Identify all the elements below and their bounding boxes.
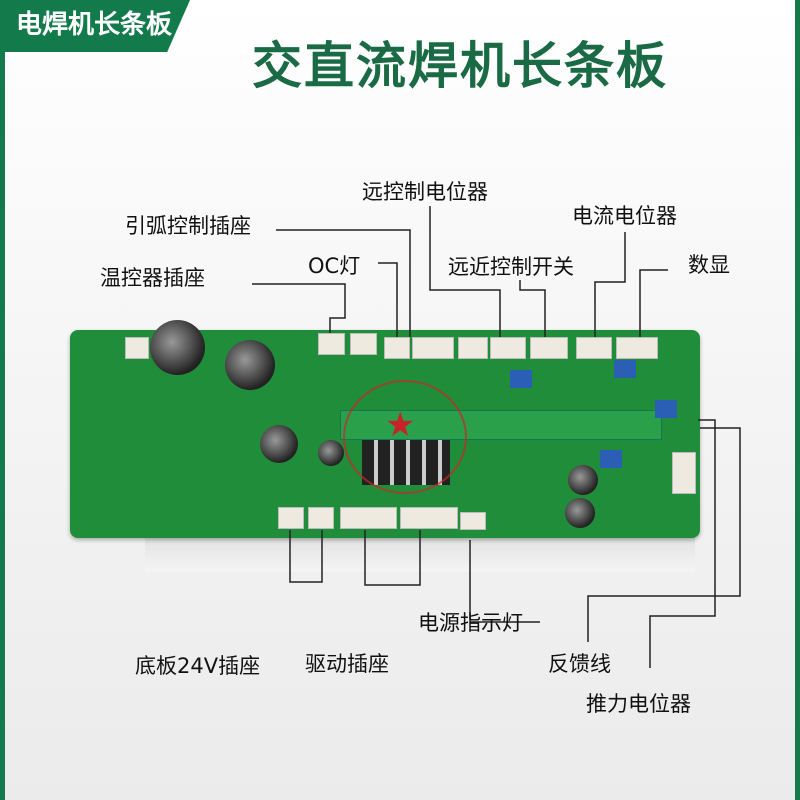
label-current-pot: 电流电位器 xyxy=(572,204,677,228)
page-title: 交直流焊机长条板 xyxy=(252,37,668,95)
leader-line xyxy=(429,206,501,337)
connector xyxy=(318,333,345,355)
leader-line xyxy=(289,530,323,583)
capacitor xyxy=(150,320,205,375)
leader-line xyxy=(378,262,398,337)
label-oc-light: OC灯 xyxy=(308,254,361,278)
connector xyxy=(616,337,658,359)
label-remote-switch: 远近控制开关 xyxy=(448,255,574,279)
label-feedback-wire: 反馈线 xyxy=(548,652,611,676)
leader-line xyxy=(469,540,540,623)
capacitor xyxy=(565,498,595,528)
star-icon: ★ xyxy=(385,405,416,445)
connector xyxy=(672,452,696,494)
connector xyxy=(278,507,304,529)
label-base-24v-socket: 底板24V插座 xyxy=(135,654,261,678)
red-seal-stamp xyxy=(343,380,467,494)
leader-line xyxy=(252,283,346,333)
leader-line xyxy=(649,419,716,668)
potentiometer xyxy=(600,450,622,468)
leader-line xyxy=(587,427,741,642)
connector xyxy=(125,337,149,359)
banner-text: 电焊机长条板 xyxy=(16,10,173,40)
connector xyxy=(384,337,410,359)
connector xyxy=(412,337,454,359)
connector xyxy=(530,337,568,359)
connector xyxy=(308,507,334,529)
label-power-light: 电源指示灯 xyxy=(418,611,523,635)
label-thermostat-socket: 温控器插座 xyxy=(100,266,205,290)
label-display: 数显 xyxy=(688,253,730,277)
label-arc-socket: 引弧控制插座 xyxy=(125,214,251,238)
label-drive-socket: 驱动插座 xyxy=(305,652,389,676)
connector xyxy=(400,507,458,529)
leader-line xyxy=(519,280,546,337)
capacitor xyxy=(225,340,275,390)
capacitor xyxy=(260,425,298,463)
capacitor xyxy=(568,465,598,495)
connector xyxy=(490,337,526,359)
connector xyxy=(576,337,612,359)
potentiometer xyxy=(655,400,677,418)
leader-line xyxy=(276,229,411,337)
label-thrust-pot: 推力电位器 xyxy=(586,692,691,716)
leader-line xyxy=(364,530,421,586)
label-remote-pot: 远控制电位器 xyxy=(362,180,488,204)
potentiometer xyxy=(510,370,532,388)
corner-banner: 电焊机长条板 xyxy=(0,0,190,52)
leader-line xyxy=(639,269,668,337)
connector xyxy=(340,507,397,529)
connector xyxy=(460,512,486,530)
right-border xyxy=(795,0,800,800)
capacitor xyxy=(318,440,344,466)
connector xyxy=(350,333,377,355)
left-border xyxy=(0,0,5,800)
potentiometer xyxy=(614,360,636,378)
leader-line xyxy=(594,232,626,337)
connector xyxy=(458,337,488,359)
